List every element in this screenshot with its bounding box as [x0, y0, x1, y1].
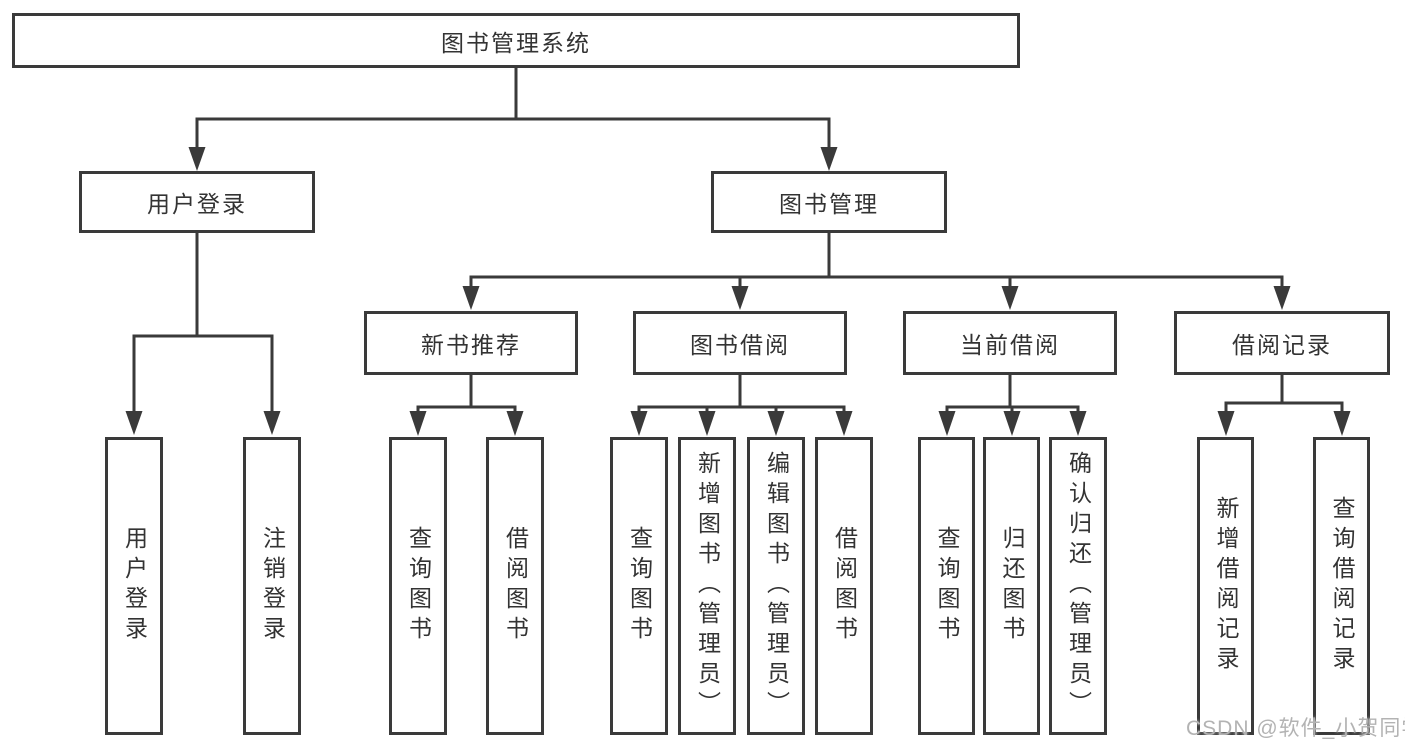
node-library-system-root: 图书管理系统 [12, 13, 1020, 68]
leaf-return-book: 归还图书 [983, 437, 1040, 735]
node-book-borrow: 图书借阅 [633, 311, 847, 375]
leaf-recommend-borrow-book: 借阅图书 [486, 437, 544, 735]
leaf-current-query-book: 查询图书 [918, 437, 975, 735]
leaf-confirm-return-admin: 确认归还（管理员） [1049, 437, 1107, 735]
leaf-query-borrow-record: 查询借阅记录 [1313, 437, 1370, 735]
node-new-book-recommend: 新书推荐 [364, 311, 578, 375]
leaf-recommend-query-book: 查询图书 [389, 437, 447, 735]
leaf-borrow-query-book: 查询图书 [610, 437, 668, 735]
leaf-user-login: 用户登录 [105, 437, 163, 735]
node-book-management: 图书管理 [711, 171, 947, 233]
node-user-login: 用户登录 [79, 171, 315, 233]
node-borrow-record: 借阅记录 [1174, 311, 1390, 375]
node-current-borrow: 当前借阅 [903, 311, 1117, 375]
csdn-watermark: CSDN @软件_小贺同学 [1186, 717, 1405, 740]
leaf-logout-login: 注销登录 [243, 437, 301, 735]
leaf-borrow-book: 借阅图书 [815, 437, 873, 735]
leaf-add-book-admin: 新增图书（管理员） [678, 437, 736, 735]
leaf-add-borrow-record: 新增借阅记录 [1197, 437, 1254, 735]
leaf-edit-book-admin: 编辑图书（管理员） [747, 437, 805, 735]
